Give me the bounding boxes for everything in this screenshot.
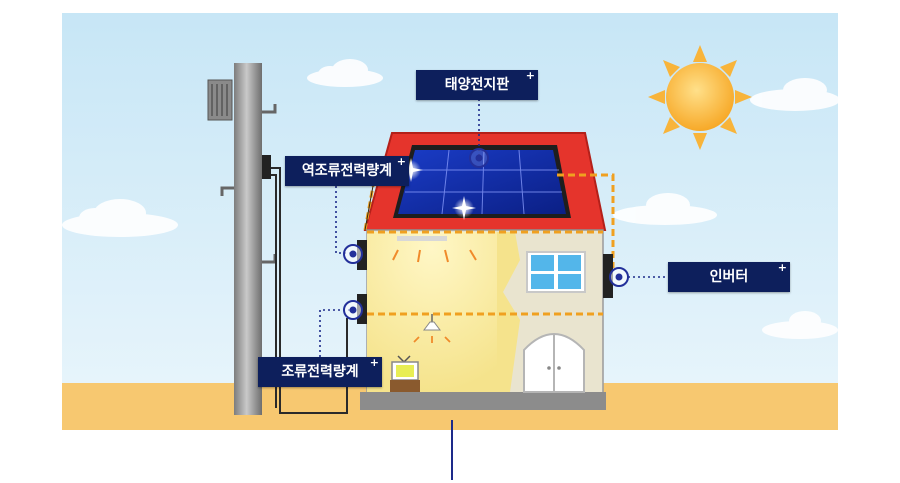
pole-connector (262, 155, 271, 179)
solar-panel (393, 145, 571, 218)
solar-panel-label-button[interactable]: 태양전지판 + (416, 69, 538, 100)
lamp-icon (413, 314, 451, 343)
tv-icon (390, 355, 420, 392)
cloud (762, 311, 838, 339)
cloud (307, 59, 383, 87)
forward-meter-label-button[interactable]: 조류전력량계 + (258, 356, 382, 387)
expand-icon: + (777, 261, 787, 274)
inverter-box (603, 254, 613, 298)
cloud (613, 193, 717, 225)
inverter-label-button[interactable]: 인버터 + (668, 261, 790, 292)
expand-icon: + (369, 356, 379, 369)
forward-meter-marker[interactable] (343, 300, 363, 320)
forward-meter-label: 조류전력량계 (281, 364, 359, 380)
reverse-meter-marker[interactable] (343, 244, 363, 264)
window (526, 251, 586, 293)
cloud (62, 199, 178, 237)
inverter-marker[interactable] (609, 267, 629, 287)
cloud (750, 78, 840, 111)
leader-lines (319, 99, 668, 357)
bottom-connector-line (451, 420, 453, 480)
sparkle-icon (452, 196, 476, 220)
door (523, 333, 585, 393)
expand-icon: + (525, 69, 535, 82)
reverse-meter-label-button[interactable]: 역조류전력량계 + (285, 155, 409, 186)
reverse-meter-label: 역조류전력량계 (301, 163, 393, 179)
utility-pole (207, 63, 277, 415)
inverter-label: 인버터 (709, 269, 749, 285)
sun (648, 45, 752, 150)
solar-panel-marker[interactable] (469, 148, 489, 168)
expand-icon: + (396, 155, 406, 168)
solar-panel-label: 태양전지판 (444, 77, 510, 93)
